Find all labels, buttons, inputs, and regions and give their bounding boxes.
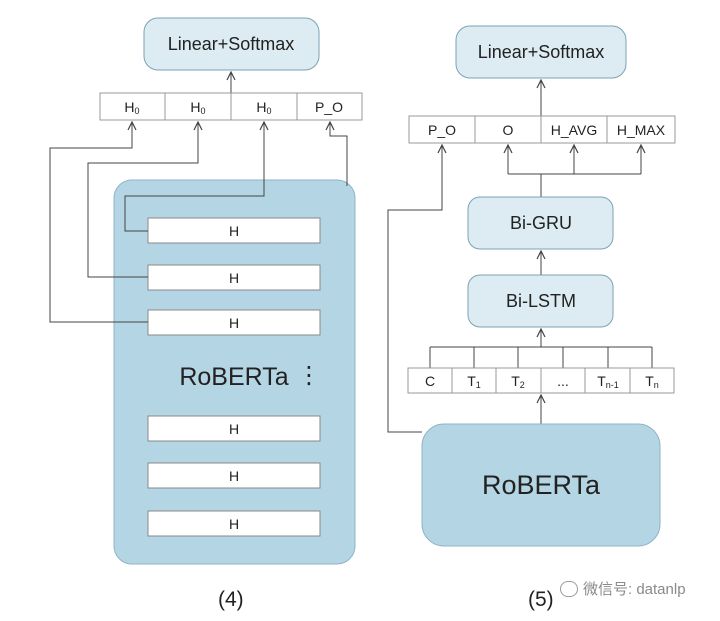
right-token-label: Tn-1 — [597, 373, 619, 390]
right-concat-row: P_O O H_AVG H_MAX — [408, 115, 676, 144]
right-bigru-label: Bi-GRU — [510, 213, 572, 233]
wechat-icon — [560, 580, 578, 597]
left-concat-row: H0 H0 H0 P_O — [99, 92, 363, 121]
watermark: 微信号: datanlp — [560, 578, 686, 599]
left-layer-stack: H H H H H H — [147, 217, 321, 537]
right-concat-label: P_O — [428, 122, 456, 138]
left-connector — [124, 122, 264, 232]
right-linear-softmax-label: Linear+Softmax — [478, 42, 605, 62]
left-layer-box — [147, 217, 321, 244]
left-connectors — [49, 122, 348, 323]
left-concat-label: H0 — [124, 99, 139, 116]
left-layer-label: H — [229, 223, 239, 239]
right-model: Linear+Softmax P_O O H_AVG H_MAX Bi-GRU — [387, 25, 676, 547]
left-layer-box — [147, 309, 321, 336]
right-bilstm-box — [467, 274, 614, 328]
left-layer-label: H — [229, 421, 239, 437]
right-panel-caption: (5) — [528, 588, 554, 611]
left-layer-label: H — [229, 315, 239, 331]
left-vertical-dots: ⋮ — [297, 362, 321, 389]
right-roberta-box — [421, 423, 661, 547]
right-concat-label: H_AVG — [551, 122, 597, 138]
left-connector — [49, 122, 148, 323]
right-token-label: T2 — [511, 373, 525, 390]
right-token-cell — [540, 367, 586, 394]
right-concat-label: H_MAX — [617, 122, 666, 138]
right-bigru-box — [467, 196, 614, 250]
left-layer-label: H — [229, 516, 239, 532]
left-roberta-label: RoBERTa — [179, 363, 288, 391]
left-linear-softmax-box — [143, 17, 320, 71]
right-token-row: C T1 T2 ... Tn-1 Tn — [407, 367, 675, 394]
left-concat-cell — [99, 92, 166, 121]
right-linear-softmax-box — [455, 25, 627, 79]
left-concat-cell — [164, 92, 232, 121]
left-panel-caption: (4) — [218, 588, 244, 611]
right-concat-cell — [408, 115, 476, 144]
left-concat-label: H0 — [256, 99, 271, 116]
right-token-cell — [629, 367, 675, 394]
right-token-label: ... — [557, 373, 569, 389]
right-token-label: Tn — [645, 373, 659, 390]
left-layer-box — [147, 462, 321, 489]
right-pooled-connector — [387, 145, 442, 433]
left-layer-label: H — [229, 468, 239, 484]
left-layer-box — [147, 264, 321, 291]
left-layer-box — [147, 415, 321, 442]
left-layer-label: H — [229, 270, 239, 286]
left-linear-softmax-label: Linear+Softmax — [168, 34, 295, 54]
left-concat-label: H0 — [190, 99, 205, 116]
left-concat-cell — [230, 92, 298, 121]
right-token-cell — [584, 367, 631, 394]
right-bilstm-label: Bi-LSTM — [506, 291, 576, 311]
left-concat-label: P_O — [315, 99, 343, 115]
left-concat-cell — [296, 92, 363, 121]
right-token-fanin — [429, 329, 653, 368]
right-concat-label: O — [503, 122, 514, 138]
left-connector — [87, 122, 198, 278]
right-concat-cell — [606, 115, 676, 144]
left-connector — [330, 122, 348, 186]
right-roberta-label: RoBERTa — [482, 470, 601, 500]
right-token-label: T1 — [467, 373, 481, 390]
right-token-cell — [451, 367, 497, 394]
right-token-label: C — [425, 373, 435, 389]
left-model: Linear+Softmax H0 H0 H0 P_O H H H H H — [49, 17, 363, 565]
watermark-text: 微信号: datanlp — [583, 581, 686, 598]
right-gru-fanout — [508, 145, 641, 197]
left-layer-box — [147, 510, 321, 537]
